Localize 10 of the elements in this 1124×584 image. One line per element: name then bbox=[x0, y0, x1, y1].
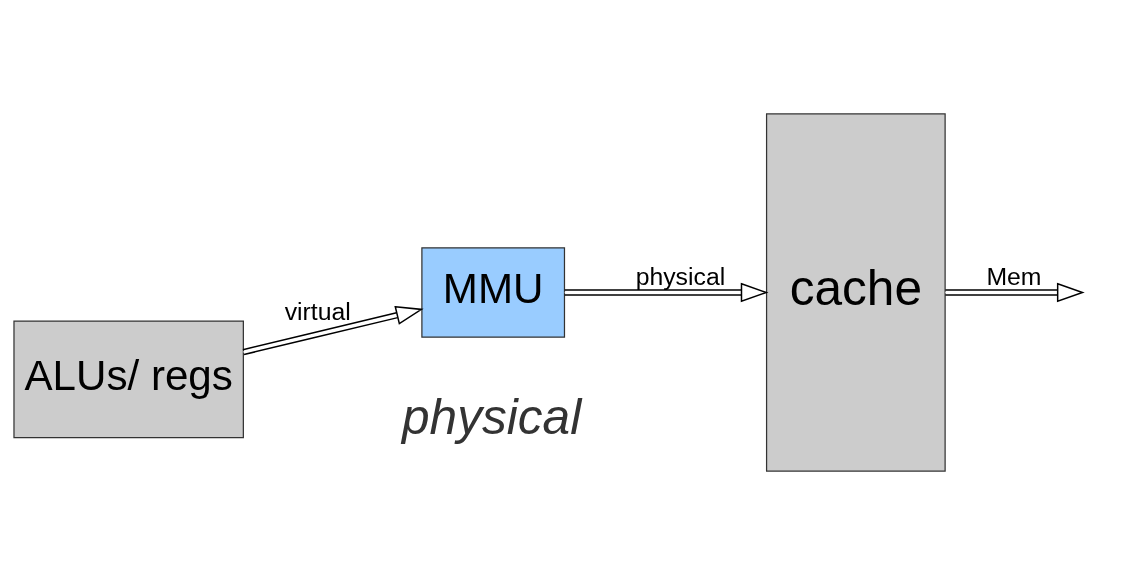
label: physical bbox=[402, 388, 582, 445]
edge-label: virtual bbox=[284, 297, 351, 325]
arrow bbox=[944, 282, 1085, 302]
edge-label: Mem bbox=[986, 262, 1042, 290]
edge-label: physical bbox=[635, 262, 726, 290]
node-box: ALUs/ regs bbox=[13, 319, 244, 438]
node-box: MMU bbox=[421, 246, 566, 338]
arrow bbox=[242, 305, 424, 355]
arrow bbox=[564, 282, 769, 302]
node-box: cache bbox=[765, 112, 946, 472]
